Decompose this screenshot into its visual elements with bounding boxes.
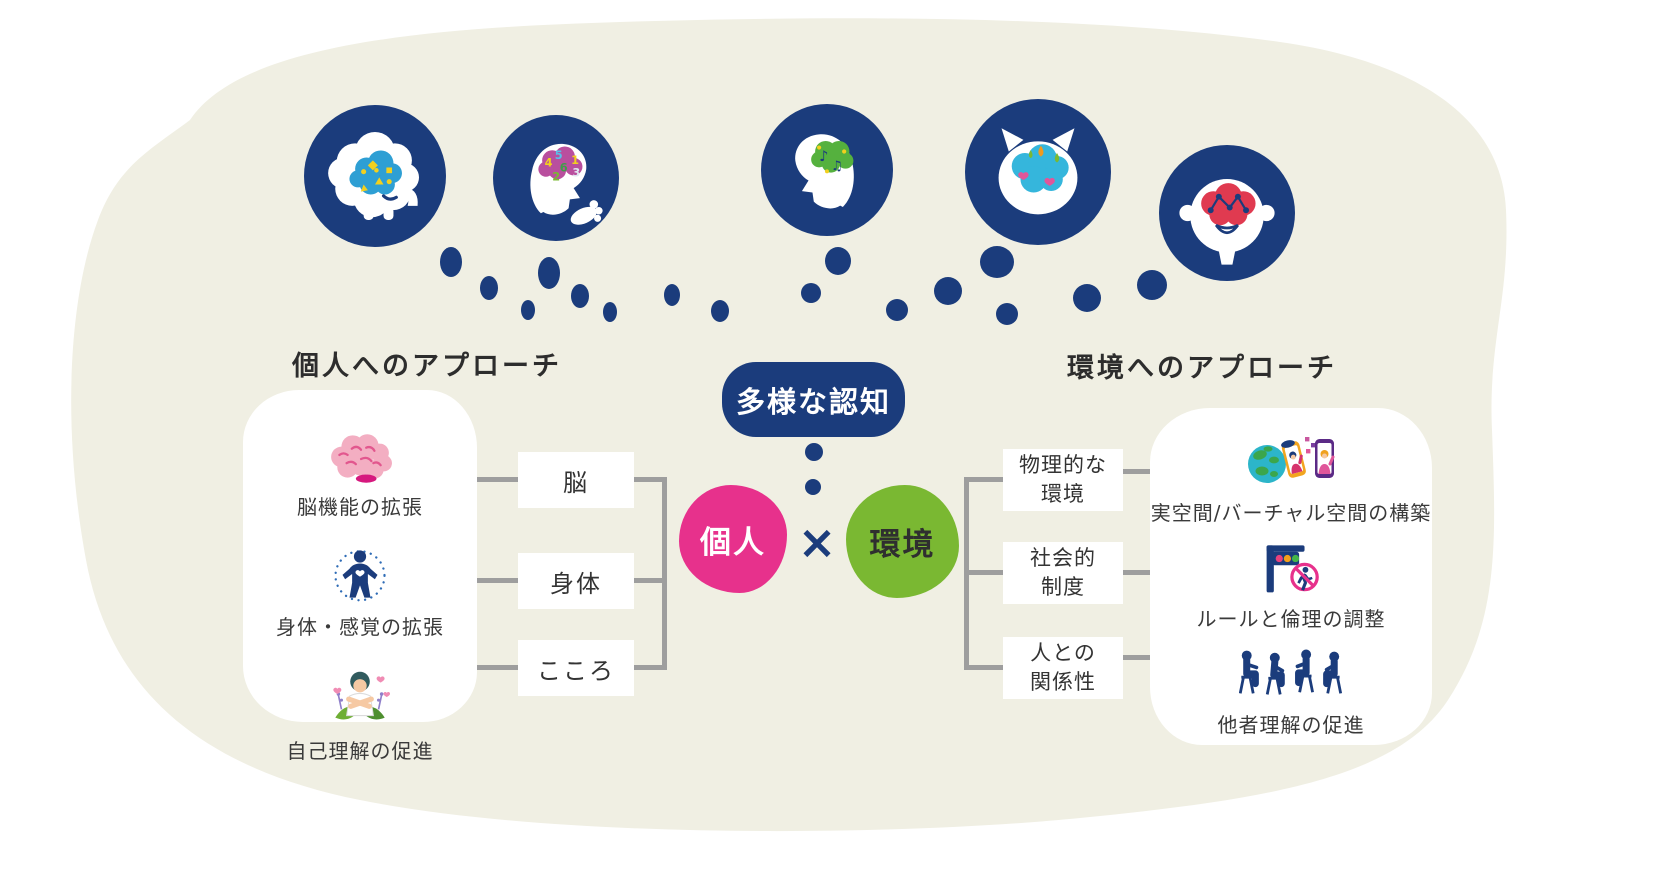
connector-line xyxy=(1123,469,1160,474)
multiply-symbol: × xyxy=(797,515,837,569)
body-sense-icon xyxy=(334,550,386,602)
panel-item-brain-expansion: 脳機能の拡張 xyxy=(297,432,423,520)
svg-text:1: 1 xyxy=(571,153,579,167)
connector-line xyxy=(1123,570,1160,575)
connector-line xyxy=(964,477,1003,482)
panel-item-others-understanding: 他者理解の促進 xyxy=(1218,648,1365,738)
network-brain-face-icon xyxy=(1159,145,1295,281)
thought-dot xyxy=(480,276,498,300)
connector-line xyxy=(662,477,667,670)
environment-circle: 環境 xyxy=(846,485,959,598)
connector-line xyxy=(964,665,1003,670)
environment-approach-heading: 環境へのアプローチ xyxy=(1067,353,1337,384)
environment-label: 環境 xyxy=(869,527,936,563)
panel-item-label: 他者理解の促進 xyxy=(1217,713,1365,737)
svg-text:♫: ♫ xyxy=(831,159,843,174)
thought-dot xyxy=(603,302,617,322)
individual-circle: 個人 xyxy=(679,485,787,593)
connector-line xyxy=(634,665,667,670)
tag-social-system: 社会的 制度 xyxy=(1003,542,1123,604)
diverse-cognition-bubble: 多様な認知 xyxy=(722,362,905,437)
svg-text:2: 2 xyxy=(552,170,560,184)
thought-dot xyxy=(521,300,535,320)
thought-dot xyxy=(980,246,1014,278)
panel-item-label: 身体・感覚の拡張 xyxy=(276,615,444,639)
rules-ethics-icon xyxy=(1266,545,1319,593)
panel-item-label: ルールと倫理の調整 xyxy=(1196,607,1386,631)
panel-item-body-sense-expansion: 身体・感覚の拡張 xyxy=(276,544,444,640)
individual-approach-heading: 個人へのアプローチ xyxy=(292,351,562,382)
individual-approach-panel: 脳機能の拡張 身体・感覚の拡張 xyxy=(243,390,477,763)
others-understanding-icon xyxy=(1239,649,1343,695)
thought-dot xyxy=(934,277,962,305)
svg-text:♪: ♪ xyxy=(819,149,828,165)
connector-line xyxy=(964,570,1003,575)
svg-text:6: 6 xyxy=(560,161,568,175)
thought-dot xyxy=(1073,284,1101,312)
tag-human-relationships: 人との 関係性 xyxy=(1003,637,1123,699)
emotion-brain-cat-icon xyxy=(965,99,1111,245)
connector-line xyxy=(464,578,518,583)
individual-label: 個人 xyxy=(700,524,766,561)
thought-dot xyxy=(1137,270,1167,300)
thought-dot xyxy=(538,257,560,289)
panel-item-self-understanding: 自己理解の促進 xyxy=(287,664,434,764)
real-virtual-space-icon xyxy=(1247,437,1335,483)
thought-dot xyxy=(886,299,908,321)
connector-line xyxy=(634,578,667,583)
thought-dot xyxy=(571,284,589,308)
tag-body: 身体 xyxy=(518,553,634,609)
panel-item-label: 脳機能の拡張 xyxy=(297,495,423,519)
thought-dot xyxy=(825,247,851,275)
tag-brain: 脳 xyxy=(518,452,634,508)
numbers-brain-head-icon: 4 5 6 1 2 3 xyxy=(493,115,619,241)
panel-item-rules-ethics: ルールと倫理の調整 xyxy=(1197,540,1386,632)
panel-item-label: 実空間/バーチャル空間の構築 xyxy=(1150,501,1432,525)
connector-line xyxy=(464,665,518,670)
brain-icon xyxy=(331,434,392,483)
connector-line xyxy=(1123,655,1160,660)
tag-physical-environment: 物理的な 環境 xyxy=(1003,449,1123,511)
thought-dot xyxy=(805,443,823,461)
thought-dot xyxy=(801,283,821,303)
svg-text:4: 4 xyxy=(545,156,553,170)
music-brain-head-icon: ♪ ♫ xyxy=(761,104,893,236)
thought-dot xyxy=(711,300,729,322)
connector-line xyxy=(464,477,518,482)
environment-approach-panel: 実空間/バーチャル空間の構築 ルールと倫理の調整 xyxy=(1150,408,1432,745)
svg-text:5: 5 xyxy=(555,148,563,162)
tag-kokoro: こころ xyxy=(518,640,634,696)
panel-item-label: 自己理解の促進 xyxy=(286,739,434,763)
connector-line xyxy=(634,477,667,482)
diverse-cognition-label: 多様な認知 xyxy=(735,384,891,419)
thought-dot xyxy=(805,479,821,495)
svg-text:3: 3 xyxy=(572,166,580,180)
shapes-brain-cloud-icon xyxy=(304,105,446,247)
panel-item-space-construction: 実空間/バーチャル空間の構築 xyxy=(1151,424,1432,526)
thought-dot xyxy=(996,303,1018,325)
thought-dot xyxy=(440,247,462,277)
thought-dot xyxy=(664,284,680,306)
self-understanding-icon xyxy=(333,671,391,720)
